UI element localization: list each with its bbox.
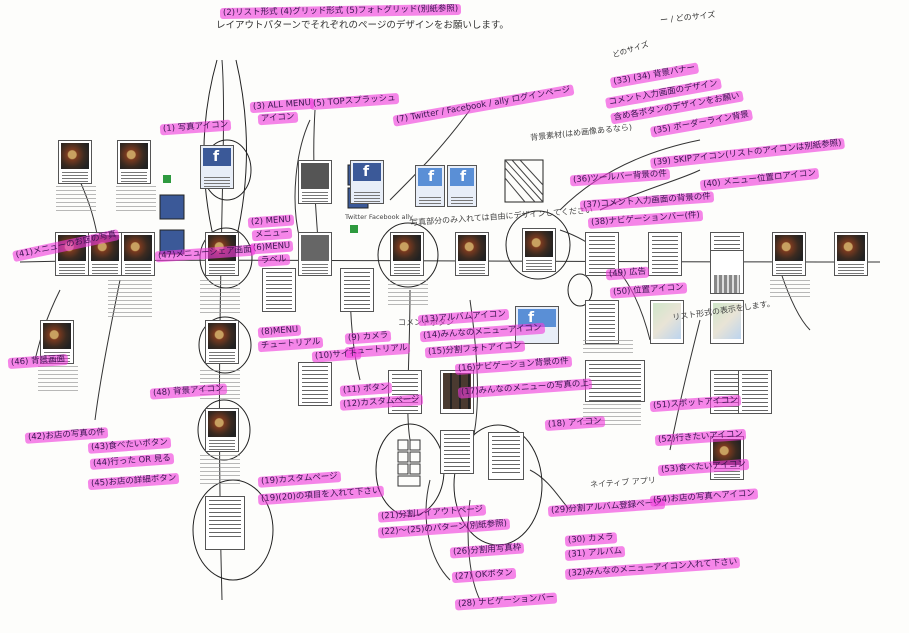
description-text-block	[56, 186, 96, 212]
screen-thumbnail	[205, 320, 239, 364]
description-text-block	[388, 280, 428, 308]
circle-outline	[505, 210, 571, 280]
description-text-block	[200, 455, 240, 485]
screen-thumbnail	[58, 140, 92, 184]
description-text-block	[770, 280, 810, 298]
screen-thumbnail	[298, 160, 332, 204]
screen-thumbnail	[205, 496, 245, 550]
screen-thumbnail	[585, 300, 619, 344]
screen-thumbnail	[298, 232, 332, 276]
screen-thumbnail	[710, 300, 744, 344]
screen-thumbnail	[390, 232, 424, 276]
screen-thumbnail	[834, 232, 868, 276]
right-upper-line	[559, 139, 701, 211]
screen-thumbnail	[350, 160, 384, 204]
description-text-block	[200, 280, 240, 314]
screen-thumbnail	[650, 300, 684, 344]
screen-thumbnail	[340, 268, 374, 312]
screen-thumbnail	[200, 145, 234, 189]
screen-thumbnail	[388, 370, 422, 414]
screen-thumbnail	[585, 232, 619, 276]
screen-thumbnail	[488, 432, 524, 480]
screen-thumbnail	[710, 436, 744, 480]
screen-thumbnail	[455, 232, 489, 276]
screen-thumbnail	[205, 408, 239, 452]
facebook-tile-icon	[159, 194, 185, 220]
screen-thumbnail	[121, 232, 155, 276]
screen-thumbnail	[772, 232, 806, 276]
screen-thumbnail	[447, 165, 477, 207]
header-subtitle: レイアウトパターンでそれぞれのページのデザインをお願いします。	[216, 20, 509, 31]
login-branch-line	[389, 109, 471, 201]
screen-thumbnail	[522, 228, 556, 272]
screen-thumbnail	[415, 165, 445, 207]
description-text-block	[116, 186, 156, 212]
screen-thumbnail	[262, 268, 296, 312]
screen-thumbnail	[710, 250, 744, 294]
description-text-block	[38, 366, 78, 392]
screen-thumbnail	[117, 140, 151, 184]
screen-thumbnail	[648, 232, 682, 276]
grid-branch-line	[407, 289, 411, 441]
green-badge-icon	[163, 175, 171, 183]
description-text-block	[108, 280, 152, 320]
screen-thumbnail	[440, 430, 474, 474]
annotation-note: Twitter Facebook ally	[345, 213, 413, 221]
description-text-block	[583, 340, 633, 356]
circle-outline	[567, 273, 593, 307]
grid-layout-sketch	[397, 439, 409, 451]
screen-thumbnail	[738, 370, 772, 414]
background-swatch-box	[504, 159, 544, 203]
screen-thumbnail	[585, 360, 645, 402]
screen-thumbnail	[298, 362, 332, 406]
green-badge-icon	[350, 225, 358, 233]
annotation-label: ラベル	[257, 253, 290, 268]
